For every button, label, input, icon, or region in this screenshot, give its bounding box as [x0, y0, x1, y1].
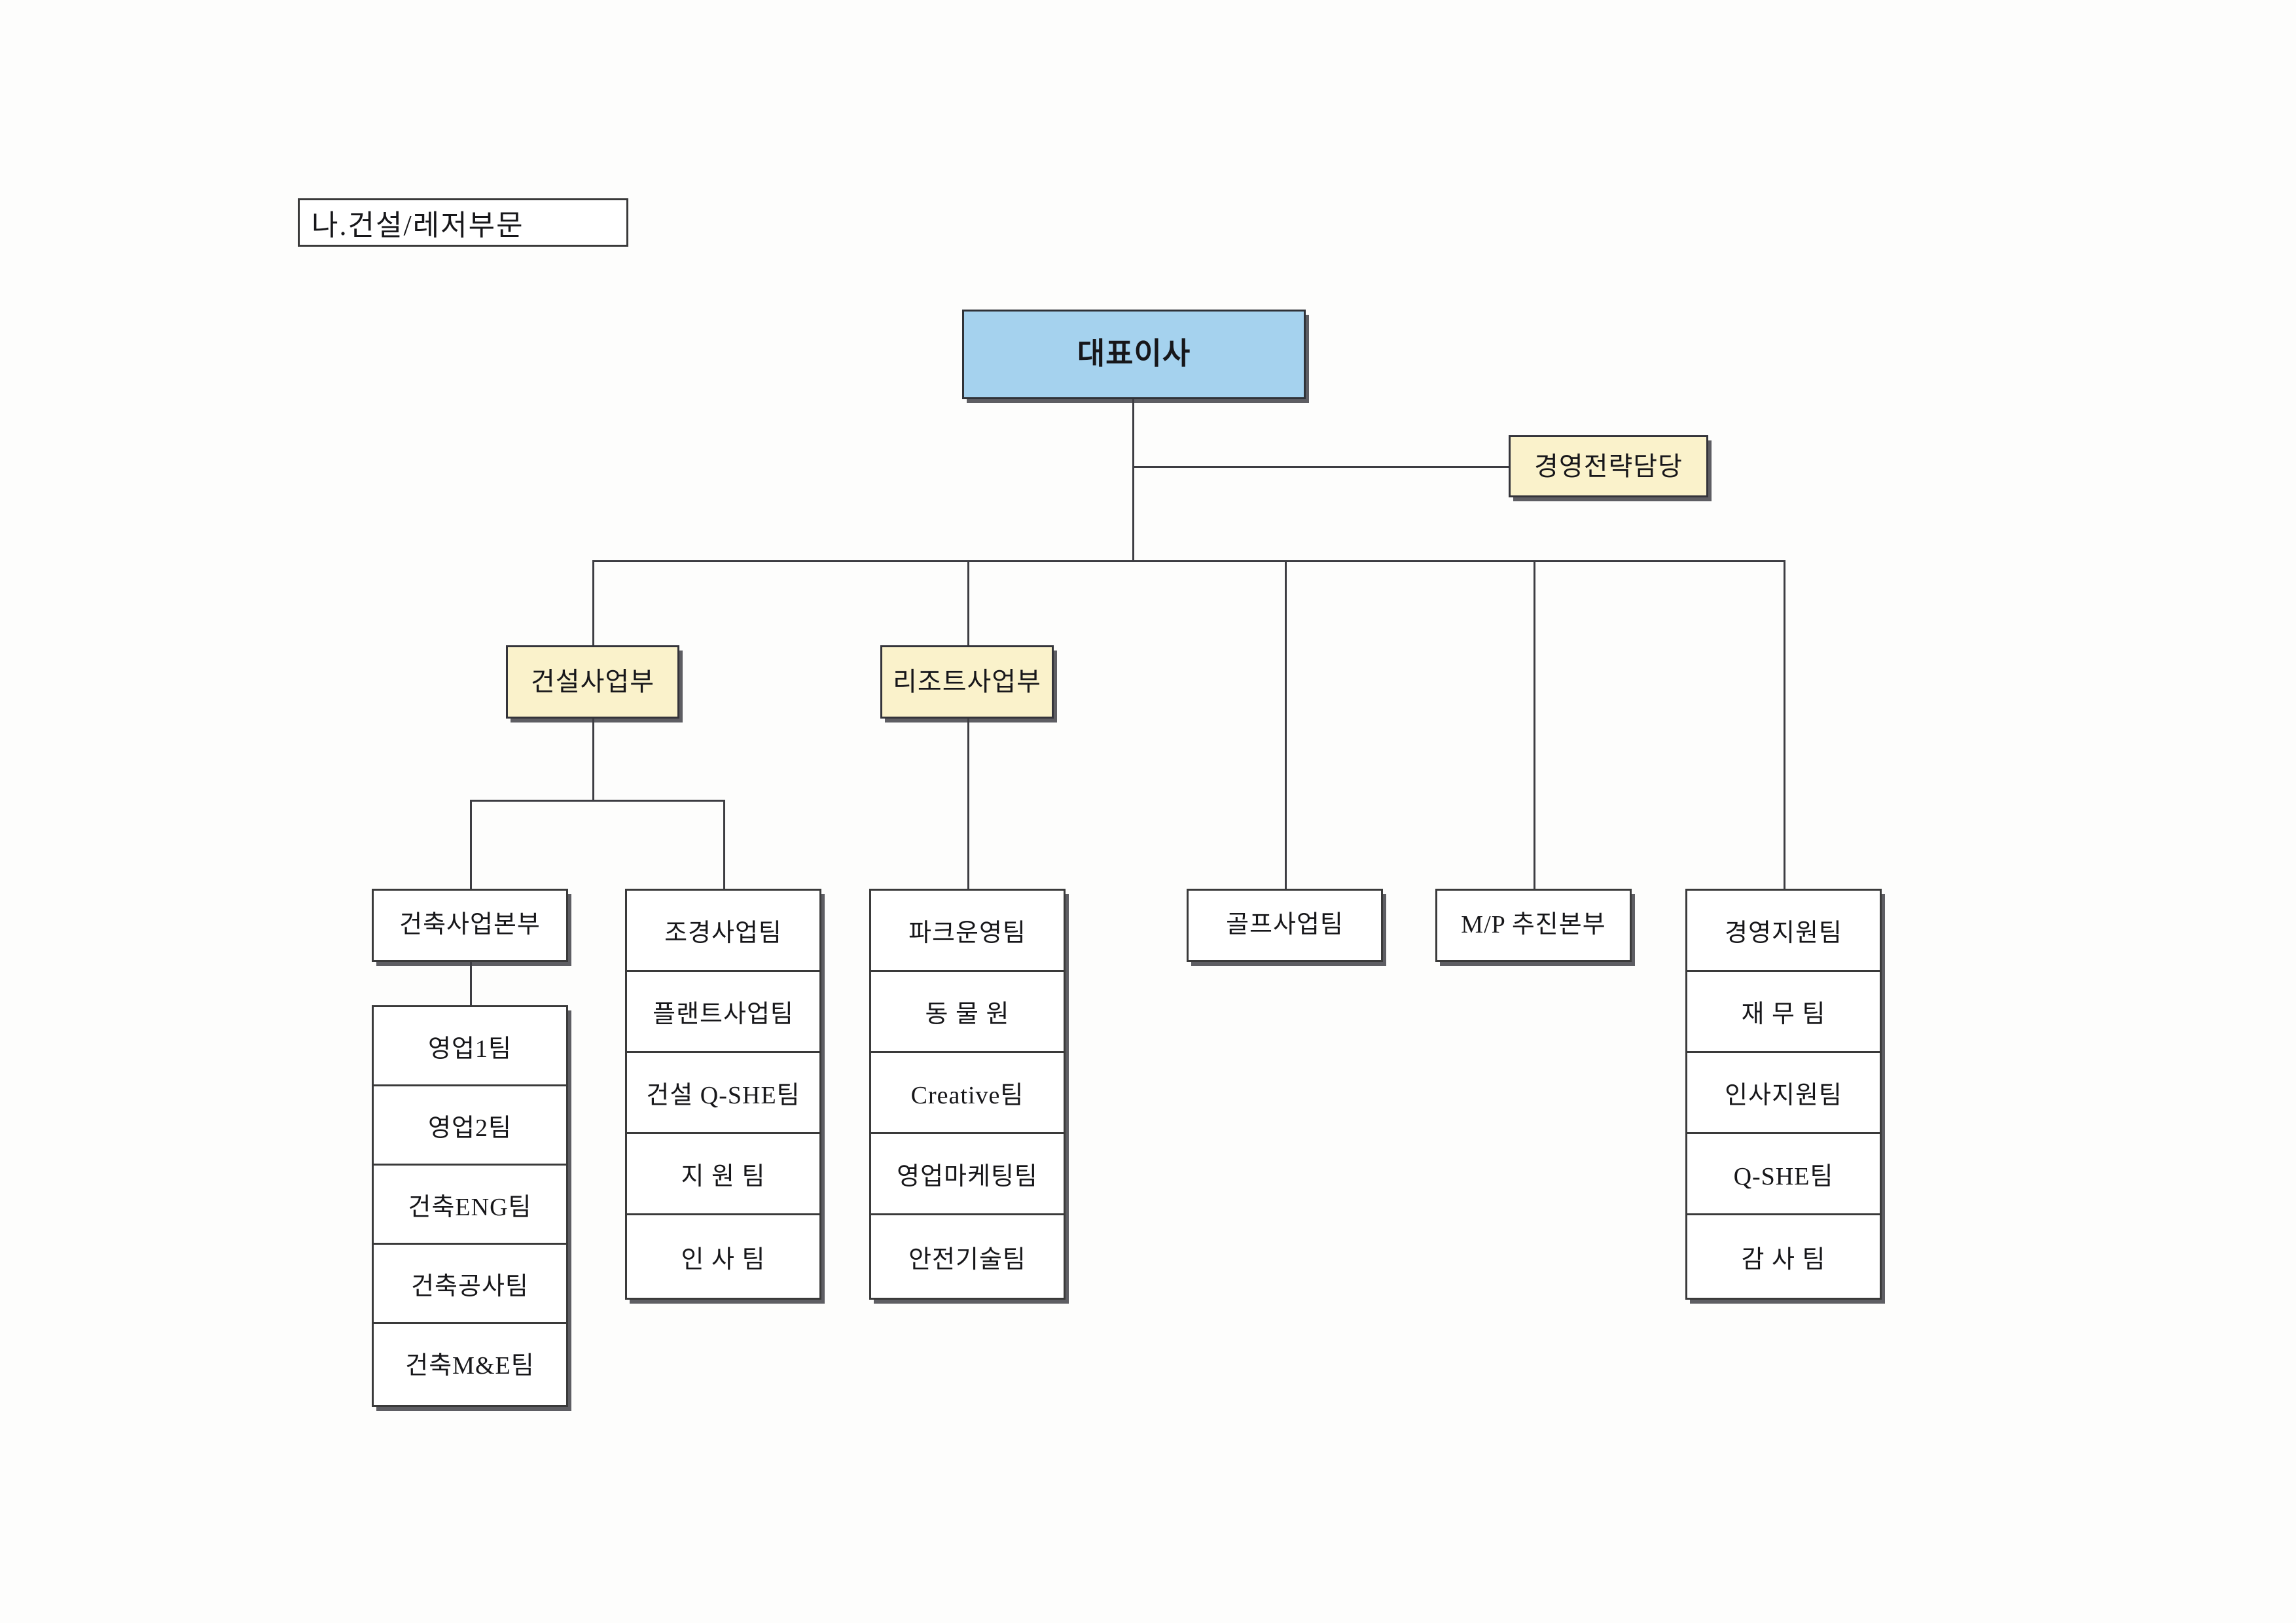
list-item[interactable]: 영업1팀	[374, 1007, 566, 1086]
node-building-hq[interactable]: 건축사업본부	[372, 889, 568, 962]
list-item[interactable]: 건축ENG팀	[374, 1166, 566, 1245]
list-item[interactable]: 안전기술팀	[871, 1215, 1064, 1298]
connector-construction-split	[470, 800, 725, 802]
list-item[interactable]: Creative팀	[871, 1053, 1064, 1134]
list-item[interactable]: 동 물 원	[871, 972, 1064, 1053]
stack-resort-teams: 파크운영팀 동 물 원 Creative팀 영업마케팅팀 안전기술팀	[869, 889, 1066, 1300]
node-construction-division-label: 건설사업부	[531, 667, 655, 696]
stack-admin-teams: 경영지원팀 재 무 팀 인사지원팀 Q-SHE팀 감 사 팀	[1685, 889, 1882, 1300]
team-label: 영업2팀	[428, 1114, 512, 1142]
connector-drop-golf	[1285, 560, 1287, 889]
connector-main-bus	[592, 560, 1785, 562]
team-label: 감 사 팀	[1741, 1245, 1826, 1274]
node-ceo[interactable]: 대표이사	[962, 310, 1306, 399]
list-item[interactable]: Q-SHE팀	[1687, 1134, 1880, 1215]
list-item[interactable]: 영업2팀	[374, 1086, 566, 1166]
node-building-hq-label: 건축사업본부	[399, 911, 541, 939]
connector-drop-mp	[1534, 560, 1535, 889]
team-label: 인사지원팀	[1725, 1082, 1842, 1109]
team-label: 인 사 팀	[681, 1245, 766, 1274]
node-construction-division[interactable]: 건설사업부	[506, 645, 679, 719]
team-label: Q-SHE팀	[1733, 1163, 1834, 1190]
list-item[interactable]: 경영지원팀	[1687, 891, 1880, 972]
connector-construction-stem	[592, 719, 594, 801]
connector-to-construction-teams	[723, 800, 725, 889]
team-label: 영업마케팅팀	[897, 1163, 1038, 1190]
team-label: 플랜트사업팀	[653, 1001, 794, 1028]
list-item[interactable]: 조경사업팀	[627, 891, 819, 972]
connector-ceo-stem	[1132, 399, 1134, 562]
connector-to-building-hq	[470, 800, 472, 889]
node-resort-division-label: 리조트사업부	[893, 667, 1041, 696]
team-label: 건설 Q-SHE팀	[646, 1082, 800, 1109]
list-item[interactable]: 재 무 팀	[1687, 972, 1880, 1053]
list-item[interactable]: 플랜트사업팀	[627, 972, 819, 1053]
list-item[interactable]: 인사지원팀	[1687, 1053, 1880, 1134]
team-label: 파크운영팀	[908, 919, 1026, 947]
node-golf-team-label: 골프사업팀	[1226, 911, 1344, 939]
connector-staff-branch	[1132, 466, 1511, 468]
connector-resort-stem	[967, 719, 969, 889]
connector-building-hq-stem	[470, 962, 472, 1005]
connector-drop-admin	[1784, 560, 1785, 889]
connector-drop-resort	[967, 560, 969, 647]
list-item[interactable]: 파크운영팀	[871, 891, 1064, 972]
node-ceo-label: 대표이사	[1077, 337, 1191, 371]
list-item[interactable]: 감 사 팀	[1687, 1215, 1880, 1298]
node-golf-team[interactable]: 골프사업팀	[1187, 889, 1383, 962]
list-item[interactable]: 건축공사팀	[374, 1245, 566, 1324]
team-label: 동 물 원	[925, 1001, 1010, 1028]
team-label: 안전기술팀	[908, 1245, 1026, 1274]
stack-building-teams: 영업1팀 영업2팀 건축ENG팀 건축공사팀 건축M&E팀	[372, 1005, 568, 1407]
team-label: Creative팀	[910, 1082, 1024, 1109]
list-item[interactable]: 인 사 팀	[627, 1215, 819, 1298]
team-label: 건축공사팀	[411, 1272, 529, 1300]
team-label: 조경사업팀	[664, 919, 782, 947]
list-item[interactable]: 건축M&E팀	[374, 1324, 566, 1401]
list-item[interactable]: 건설 Q-SHE팀	[627, 1053, 819, 1134]
node-management-strategy[interactable]: 경영전략담당	[1509, 435, 1708, 497]
node-mp-hq[interactable]: M/P 추진본부	[1435, 889, 1632, 962]
node-resort-division[interactable]: 리조트사업부	[880, 645, 1054, 719]
page-title: 나.건설/레저부문	[312, 209, 524, 241]
team-label: 재 무 팀	[1741, 1001, 1826, 1028]
connector-drop-construction	[592, 560, 594, 647]
section-title-box: 나.건설/레저부문	[298, 198, 628, 247]
team-label: 건축M&E팀	[405, 1351, 535, 1380]
list-item[interactable]: 지 원 팀	[627, 1134, 819, 1215]
team-label: 지 원 팀	[681, 1163, 766, 1190]
list-item[interactable]: 영업마케팅팀	[871, 1134, 1064, 1215]
node-management-strategy-label: 경영전략담당	[1534, 451, 1683, 481]
stack-construction-teams: 조경사업팀 플랜트사업팀 건설 Q-SHE팀 지 원 팀 인 사 팀	[625, 889, 821, 1300]
team-label: 경영지원팀	[1725, 919, 1842, 947]
node-mp-hq-label: M/P 추진본부	[1461, 911, 1606, 939]
team-label: 영업1팀	[428, 1035, 512, 1063]
team-label: 건축ENG팀	[408, 1193, 532, 1221]
